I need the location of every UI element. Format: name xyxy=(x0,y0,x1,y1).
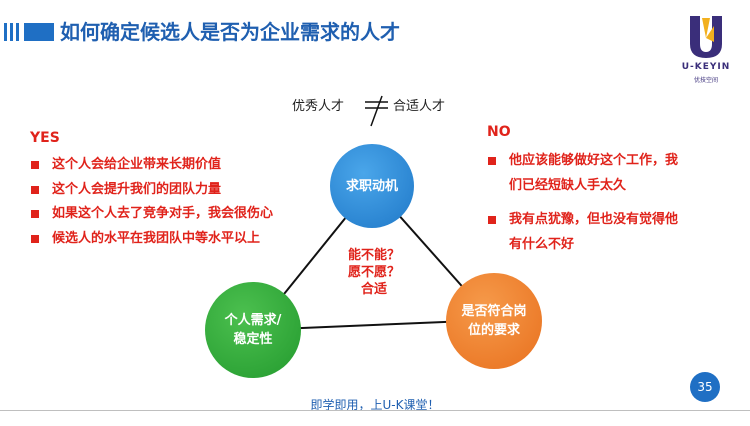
label-suitable-talent: 合适人才 xyxy=(393,99,446,114)
center-questions: 能不能？ 愿不愿？ 合适 xyxy=(347,248,400,297)
list-item: 如果这个人去了竞争对手，我会很伤心 xyxy=(30,202,273,227)
title-accent-bars xyxy=(4,23,54,41)
page-title: 如何确定候选人是否为企业需求的人才 xyxy=(60,20,400,44)
bullet-square-icon xyxy=(488,157,496,165)
list-item: 这个人会给企业带来长期价值 xyxy=(30,153,273,178)
list-item: 候选人的水平在我团队中等水平以上 xyxy=(30,227,273,252)
yes-header: YES xyxy=(30,130,60,146)
bullet-square-icon xyxy=(31,210,39,218)
list-item: 他应该能够做好这个工作，我们已经短缺人手太久 xyxy=(487,149,678,198)
yes-list: 这个人会给企业带来长期价值 这个人会提升我们的团队力量 如果这个人去了竞争对手，… xyxy=(30,153,273,251)
circle-job-fit: 是否符合岗位的要求 xyxy=(446,273,542,369)
circle-job-motivation: 求职动机 xyxy=(330,144,414,228)
no-header: NO xyxy=(487,124,511,140)
page-number-badge: 35 xyxy=(690,372,720,402)
logo-mark-icon xyxy=(690,16,722,58)
no-list: 他应该能够做好这个工作，我们已经短缺人手太久 我有点犹豫，但也没有觉得他有什么不… xyxy=(487,149,678,257)
label-excellent-talent: 优秀人才 xyxy=(292,99,345,114)
footer-slogan: 即学即用，上U-K课堂！ xyxy=(310,398,440,412)
circle-personal-needs: 个人需求/稳定性 xyxy=(205,282,301,378)
list-item: 这个人会提升我们的团队力量 xyxy=(30,178,273,203)
not-equal-icon xyxy=(365,95,388,127)
bullet-square-icon xyxy=(31,185,39,194)
list-item: 我有点犹豫，但也没有觉得他有什么不好 xyxy=(487,208,678,257)
logo-subtitle: 优技空间 xyxy=(693,77,718,84)
bottom-divider xyxy=(0,410,750,411)
bullet-square-icon xyxy=(31,234,39,243)
bullet-square-icon xyxy=(31,161,39,169)
bullet-square-icon xyxy=(488,216,496,224)
logo-name: U-KEYIN xyxy=(681,62,731,72)
logo: U-KEYIN 优技空间 xyxy=(676,12,736,88)
